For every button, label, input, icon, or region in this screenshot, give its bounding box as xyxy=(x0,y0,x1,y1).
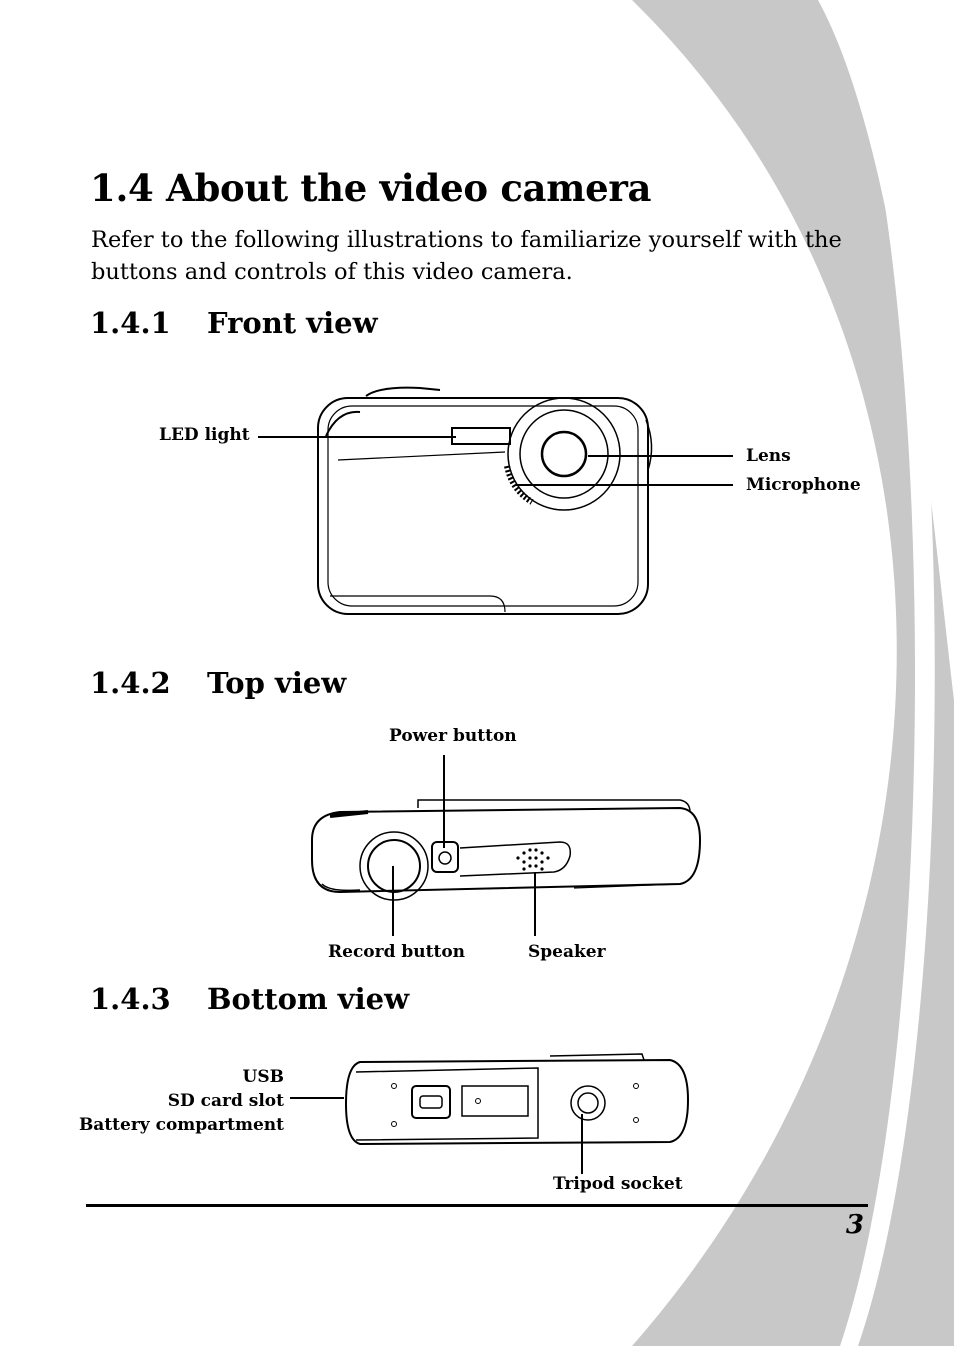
section-heading-top-view: 1.4.2 Top view xyxy=(90,666,346,700)
section-title: Top view xyxy=(207,666,347,700)
bottom-view-camera-illustration xyxy=(290,1053,690,1174)
label-power-button: Power button xyxy=(389,726,517,746)
intro-paragraph: Refer to the following illustrations to … xyxy=(91,227,842,285)
label-tripod-socket: Tripod socket xyxy=(553,1174,683,1194)
label-battery-compartment: Battery compartment xyxy=(78,1115,284,1135)
section-heading-bottom-view: 1.4.3 Bottom view xyxy=(90,982,409,1016)
label-microphone: Microphone xyxy=(746,475,861,495)
section-title: Front view xyxy=(207,306,378,340)
section-number: 1.4.1 xyxy=(90,306,171,340)
label-speaker: Speaker xyxy=(528,942,606,962)
section-title: Bottom view xyxy=(207,982,410,1016)
label-usb: USB xyxy=(242,1067,284,1087)
label-record-button: Record button xyxy=(328,942,466,962)
section-heading-front-view: 1.4.1 Front view xyxy=(90,306,378,340)
page-number: 3 xyxy=(845,1210,864,1240)
label-sd-card-slot: SD card slot xyxy=(167,1091,284,1111)
section-number: 1.4.2 xyxy=(90,666,171,700)
label-led-light: LED light xyxy=(159,425,250,445)
front-view-camera-illustration xyxy=(258,386,733,615)
section-number: 1.4.3 xyxy=(90,982,171,1016)
page-title: 1.4 About the video camera xyxy=(90,166,652,210)
top-view-camera-illustration xyxy=(311,755,702,936)
footer-rule xyxy=(86,1204,868,1207)
label-lens: Lens xyxy=(746,446,791,466)
